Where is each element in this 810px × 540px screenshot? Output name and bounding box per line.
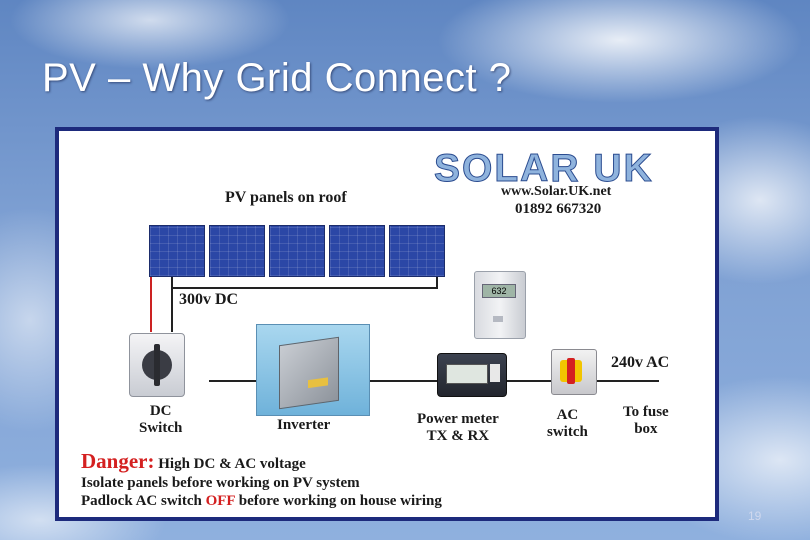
- inverter-unit: [279, 336, 339, 410]
- ac-switch-box: [551, 349, 597, 395]
- power-meter-label-line2: TX & RX: [426, 428, 490, 444]
- solar-panel-4: [329, 225, 385, 277]
- inverter-photo: [256, 324, 370, 416]
- ac-voltage-label: 240v AC: [611, 354, 670, 371]
- slide-title: PV – Why Grid Connect ?: [42, 56, 512, 100]
- meter-display: 632: [482, 284, 516, 298]
- power-meter-label-line1: Power meter: [417, 411, 499, 427]
- website-text: www.Solar.UK.net: [501, 184, 612, 199]
- power-meter-device: [437, 353, 507, 397]
- danger-line-2: Isolate panels before working on PV syst…: [81, 475, 360, 491]
- dc-voltage-label: 300v DC: [179, 291, 239, 308]
- slide-number: 19: [748, 509, 762, 523]
- ac-switch-label-line2: switch: [547, 424, 588, 440]
- power-meter-label: Power meter TX & RX: [417, 411, 499, 445]
- dc-wire-red: [150, 277, 152, 332]
- dc-switch-box: [129, 333, 185, 397]
- grid-connect-diagram: SOLAR UK www.Solar.UK.net 01892 667320 P…: [55, 127, 719, 521]
- solar-panel-5: [389, 225, 445, 277]
- danger-line-3-end: before working on house wiring: [235, 493, 442, 509]
- danger-title: Danger:: [81, 449, 155, 473]
- solar-uk-logo: SOLAR UK: [434, 147, 654, 191]
- power-meter-badge: [490, 364, 500, 382]
- inverter-label: Inverter: [277, 417, 331, 433]
- meter-port: [493, 316, 503, 322]
- ac-switch-label: AC switch: [547, 407, 588, 441]
- dc-wire-black: [171, 277, 173, 332]
- inverter-display: [308, 377, 328, 389]
- fuse-box-label-line2: box: [634, 421, 658, 437]
- danger-line-3-start: Padlock AC switch: [81, 493, 206, 509]
- ac-bus-wire: [209, 380, 659, 382]
- dc-switch-handle: [154, 344, 160, 386]
- fuse-box-label-line1: To fuse: [623, 404, 669, 420]
- phone-text: 01892 667320: [515, 201, 602, 217]
- pv-panels-label: PV panels on roof: [225, 189, 347, 206]
- ac-switch-handle: [567, 358, 575, 384]
- fuse-box-label: To fuse box: [623, 404, 669, 438]
- dc-switch-label-line1: DC: [149, 403, 172, 419]
- solar-panel-3: [269, 225, 325, 277]
- danger-off-text: OFF: [205, 493, 236, 509]
- dc-wire-right: [436, 277, 438, 289]
- danger-line-1: Danger: High DC & AC voltage: [81, 449, 442, 474]
- danger-line-3: Padlock AC switch OFF before working on …: [81, 493, 442, 510]
- generation-meter: 632: [474, 271, 526, 339]
- dc-switch-label: DC Switch: [139, 403, 182, 437]
- dc-wire-top: [171, 287, 436, 289]
- power-meter-screen: [446, 364, 488, 384]
- danger-notice: Danger: High DC & AC voltage Isolate pan…: [81, 449, 442, 510]
- solar-panel-2: [209, 225, 265, 277]
- solar-uk-logo-text: SOLAR UK: [434, 147, 654, 191]
- dc-switch-label-line2: Switch: [139, 420, 183, 436]
- ac-switch-label-line1: AC: [556, 407, 579, 423]
- danger-voltage-text: High DC & AC voltage: [158, 456, 306, 472]
- solar-panel-1: [149, 225, 205, 277]
